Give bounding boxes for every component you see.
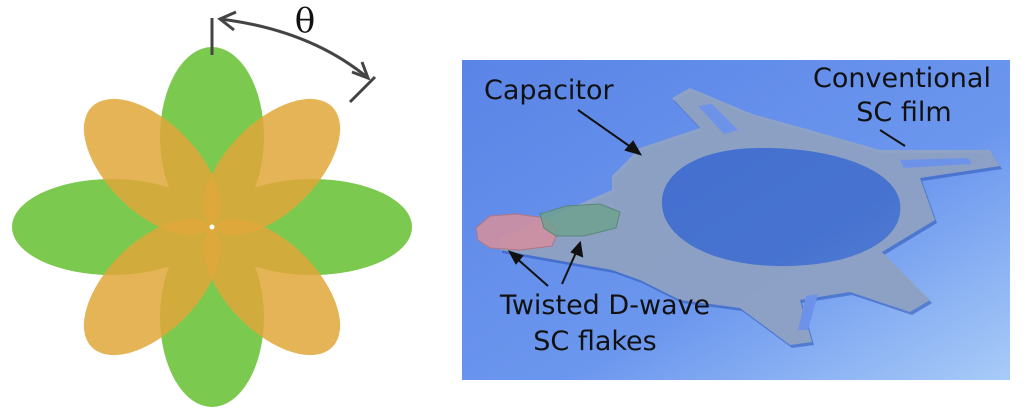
flake-pointer-line-1 <box>513 255 549 287</box>
angle-indicator <box>210 10 377 104</box>
pointer-arrows <box>507 109 906 287</box>
flake-pointer-head-1 <box>507 250 524 265</box>
flakes-label-line1: Twisted D-wave <box>499 290 710 321</box>
center-point <box>209 224 215 230</box>
device-schematic: Capacitor Conventional SC film Twisted D… <box>462 60 1010 380</box>
rotated-reference-line <box>348 75 377 104</box>
orange-lobe-se <box>204 219 341 356</box>
arrowhead-start <box>217 10 237 32</box>
film-label-line1: Conventional <box>813 63 991 94</box>
film-pointer-line <box>879 129 906 147</box>
flake-pointer-head-2 <box>570 240 584 258</box>
capacitor-pointer-head <box>624 140 643 156</box>
capacitor-pointer-line <box>577 109 636 151</box>
pink-flake <box>475 213 559 251</box>
right-arm-slot <box>900 158 972 168</box>
lower-arm-slot <box>798 294 818 330</box>
flakes-label-line2: SC flakes <box>533 326 656 357</box>
film-label-line2: SC film <box>856 97 951 128</box>
orange-lobe-nw <box>83 98 220 235</box>
orange-lobe-sw <box>83 219 220 356</box>
capacitor-label: Capacitor <box>484 75 615 106</box>
orange-lobe-ne <box>204 98 341 235</box>
upper-arm-slot <box>698 104 738 134</box>
d-wave-lobes-diagram <box>12 47 412 407</box>
angle-arc-arrow <box>219 17 369 80</box>
arrowhead-end <box>351 61 371 81</box>
orange-lobes <box>83 98 341 356</box>
green-flake <box>539 203 621 237</box>
angle-label: θ <box>295 1 315 41</box>
conventional-sc-film <box>500 88 1000 345</box>
